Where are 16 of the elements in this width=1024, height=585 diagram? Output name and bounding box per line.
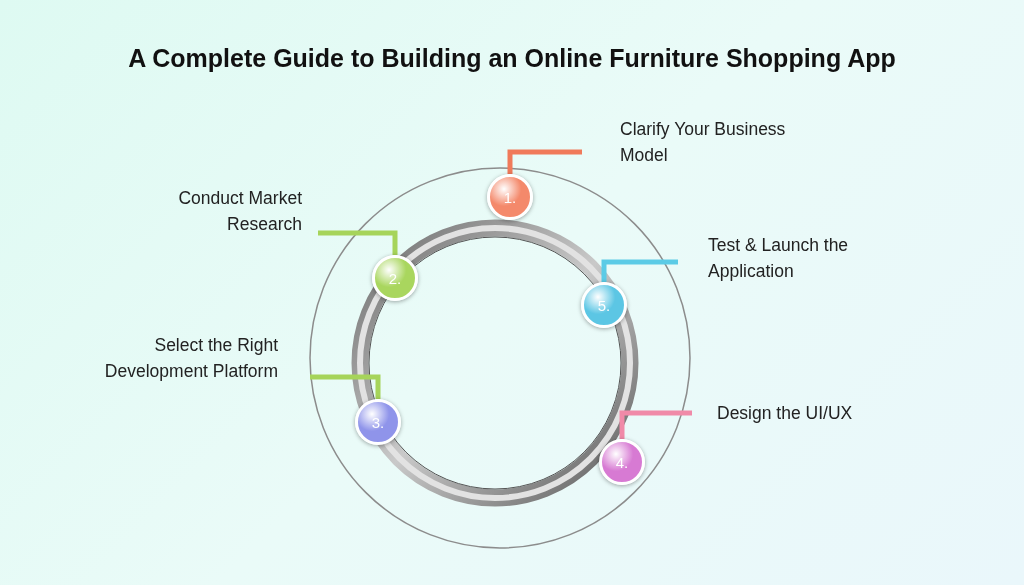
leader-line: [310, 374, 381, 399]
leader-line: [601, 259, 678, 282]
step-label: Clarify Your Business Model: [582, 116, 832, 168]
leader-line: [318, 230, 398, 255]
step-label: Select the Right Development Platform: [50, 332, 310, 384]
step-number-circle: 1.: [487, 174, 533, 220]
step-number-circle: 4.: [599, 439, 645, 485]
step-label: Design the UI/UX: [692, 400, 892, 426]
title: A Complete Guide to Building an Online Furniture Shopping App: [127, 44, 897, 73]
leader-line: [507, 149, 582, 174]
step-label: Conduct Market Research: [140, 185, 318, 237]
step-number-circle: 3.: [355, 399, 401, 445]
step-label: Test & Launch the Application: [678, 232, 898, 284]
step-number-circle: 2.: [372, 255, 418, 301]
step-number-circle: 5.: [581, 282, 627, 328]
leader-line: [619, 410, 692, 439]
